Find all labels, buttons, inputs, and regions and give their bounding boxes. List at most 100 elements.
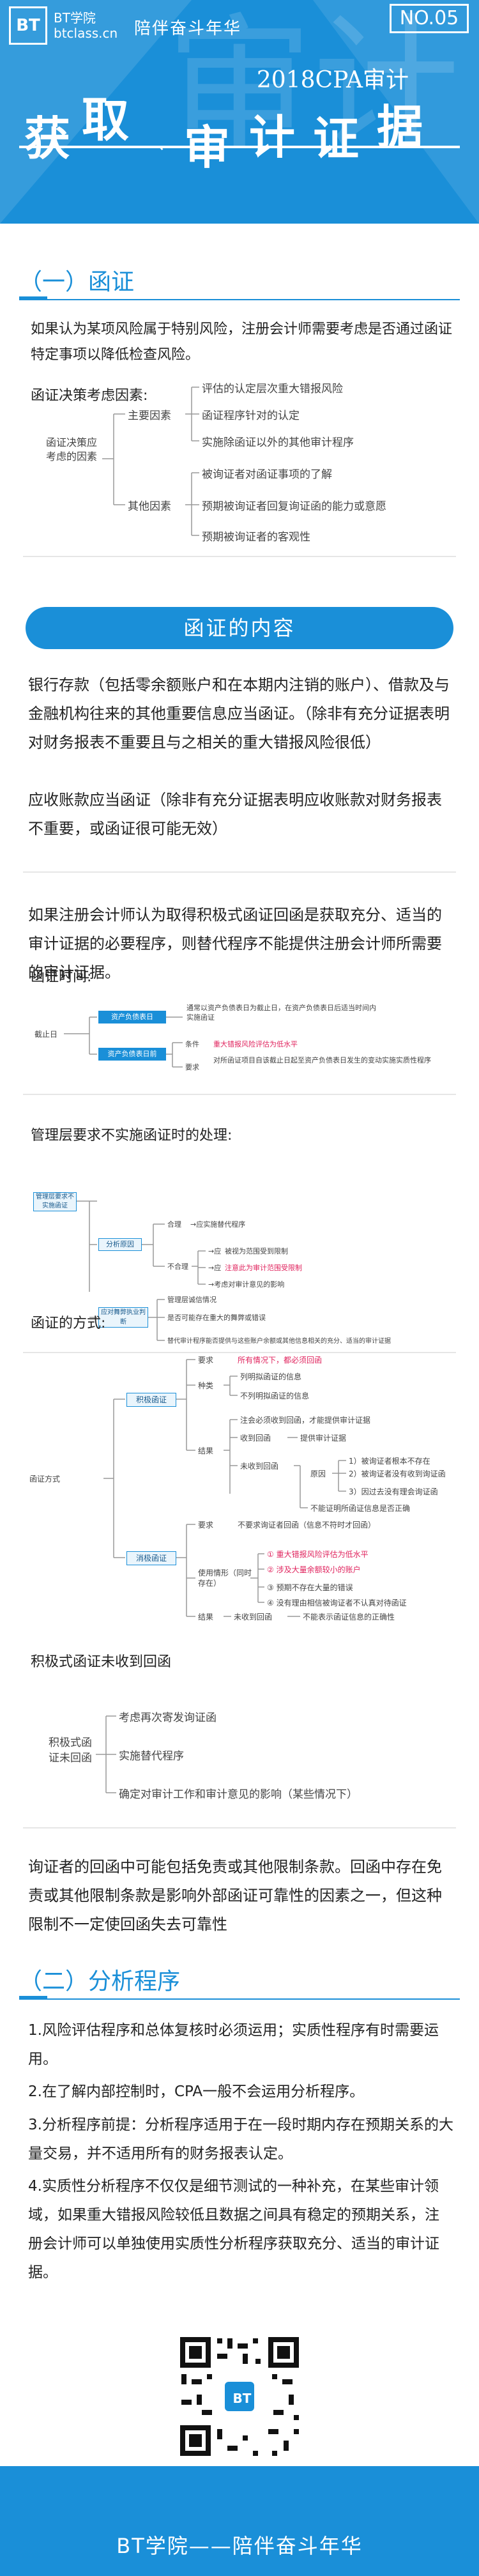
footer-banner <box>0 2466 479 2576</box>
refusal-eval-item: 替代审计程序能否提供与这些账户余额或其他信息相关的充分、适当的审计证据 <box>167 1338 391 1345</box>
method-p-result: 未收到回函 <box>240 1462 279 1471</box>
tree1-other-label: 其他因素 <box>128 500 171 513</box>
timing-req-label: 要求 <box>185 1063 199 1071</box>
title-mark: 、 <box>158 137 171 152</box>
header-decor-right <box>313 0 479 224</box>
method-n-req-label: 要求 <box>198 1521 214 1529</box>
refusal-ur2: 注意此为审计范围受限制 <box>225 1264 302 1272</box>
method-p-reason: 3）因过去没有理会询证函 <box>349 1487 438 1496</box>
header-banner: 审 计 BT BT学院 btclass.cn 陪伴奋斗年华 NO.05 2018… <box>0 0 479 224</box>
header-bg-char: 计 <box>313 1 460 171</box>
timing-box-balance-date: 资产负债表日 <box>98 1011 166 1023</box>
refusal-reasonable: 合理 <box>167 1220 181 1229</box>
title-char: 获 <box>24 111 71 165</box>
refusal-evaluate: 应对舞弊执业判断 <box>98 1307 148 1328</box>
method-positive: 积极函证 <box>126 1393 176 1407</box>
reply-paragraph: 询证者的回函中可能包括免责或其他限制条款。回函中存在免责或其他限制条款是影响外部… <box>28 1858 442 1933</box>
title-char: 证 <box>313 111 360 165</box>
method-label: 函证的方式: <box>31 1315 106 1331</box>
no-reply-root: 积极式函证未回函 <box>49 1736 92 1765</box>
method-p-result: 收到回函 <box>240 1434 271 1443</box>
method-n-cond: ④ 没有理由相信被询证者不认真对待函证 <box>267 1598 407 1607</box>
refusal-ur2-label: →应 <box>208 1264 222 1272</box>
method-negative: 消极函证 <box>126 1551 176 1565</box>
factors-label: 函证决策考虑因素: <box>31 388 148 404</box>
refusal-eval-item: 管理层诚信情况 <box>167 1296 217 1304</box>
refusal-label: 管理层要求不实施函证时的处理: <box>31 1128 232 1144</box>
analytics-item: 4.实质性分析程序不仅仅是细节测试的一种补充，在某些审计领域，如果重大错报风险较… <box>28 2178 439 2281</box>
timing-desc: 通常以资产负债表日为截止日，在资产负债表日后适当时间内实施函证 <box>186 1004 376 1022</box>
tree1-root: 函证决策应考虑的因素 <box>46 436 98 463</box>
header-subtitle: 2018CPA审计 <box>256 67 409 93</box>
timing-label: 函证时间: <box>31 969 92 985</box>
section-accent-bar <box>19 1996 47 2000</box>
no-reply-item: 确定对审计工作和审计意见的影响（某些情况下） <box>119 1788 358 1801</box>
method-p-reason: 1）被询证者根本不存在 <box>349 1457 430 1466</box>
timing-cond-label: 条件 <box>185 1040 199 1048</box>
section-title-analytics: （二）分析程序 <box>19 1968 181 1995</box>
footer-slogan: BT学院——陪伴奋斗年华 <box>116 2534 363 2558</box>
refusal-root: 管理层要求不实施函证 <box>33 1192 77 1211</box>
no-reply-label: 积极式函证未收到回函 <box>31 1654 172 1670</box>
section-accent-bar <box>19 296 47 300</box>
divider <box>23 871 456 873</box>
title-char: 取 <box>82 93 129 148</box>
method-p-reason: 2）被询证者没有收到询证函 <box>349 1469 446 1478</box>
method-n-result: 不能表示函证信息的正确性 <box>303 1613 395 1621</box>
method-p-result: 不能证明所函证信息是否正确 <box>310 1504 411 1513</box>
tree1-other-item: 预期被询证者回复询证函的能力或意愿 <box>202 500 386 513</box>
method-n-req: 不要求询证者回函（信息不符时才回函） <box>238 1521 376 1529</box>
content-paragraph-bank: 银行存款（包括零余额账户和在本期内注销的账户）、借款及与金融机构往来的其他重要信… <box>28 676 450 751</box>
bt-logo-icon: BT <box>9 6 47 45</box>
analytics-item: 2.在了解内部控制时，CPA一般不会运用分析程序。 <box>28 2083 365 2100</box>
method-p-kind: 列明拟函证的信息 <box>240 1372 302 1381</box>
method-p-kind-label: 种类 <box>198 1381 214 1390</box>
tree1-other-item: 预期被询证者的客观性 <box>202 531 310 544</box>
no-reply-item: 实施替代程序 <box>119 1750 184 1763</box>
method-n-cond: ③ 预期不存在大量的错误 <box>267 1583 353 1592</box>
tree1-main-item: 函证程序针对的认定 <box>202 410 300 422</box>
header-bg-char: 审 <box>166 1 314 171</box>
refusal-ur3: →考虑对审计意见的影响 <box>208 1280 285 1289</box>
method-n-result-label: 结果 <box>198 1613 214 1621</box>
refusal-ur1: 被视为范围受到限制 <box>225 1247 288 1255</box>
timing-root: 截止日 <box>34 1030 58 1039</box>
alt-procedure-paragraph: 如果注册会计师认为取得积极式函证回函是获取充分、适当的审计证据的必要程序，则替代… <box>28 906 442 981</box>
method-n-cond-label: 使用情形（同时存在） <box>198 1568 252 1588</box>
content-paragraph-receivables: 应收账款应当函证（除非有充分证据表明应收账款对财务报表不重要，或函证很可能无效） <box>28 791 442 838</box>
method-p-result: 原因 <box>310 1469 326 1478</box>
analytics-item: 1.风险评估程序和总体复核时必须运用；实质性程序有时需要运用。 <box>28 2022 439 2067</box>
section-divider <box>19 1998 460 2000</box>
header-slogan: 陪伴奋斗年华 <box>134 19 242 38</box>
section-divider <box>19 299 460 300</box>
header-decor-left <box>0 0 192 224</box>
method-p-result-label: 结果 <box>198 1446 214 1455</box>
tree1-main-label: 主要因素 <box>128 410 171 422</box>
method-p-req: 所有情况下，都必须回函 <box>238 1356 323 1365</box>
section-title-confirmation: （一）函证 <box>19 269 135 295</box>
tree1-other-item: 被询证者对函证事项的了解 <box>202 468 332 481</box>
tree1-main-item: 评估的认定层次重大错报风险 <box>202 383 343 395</box>
refusal-eval-item: 是否可能存在重大的舞弊或错误 <box>167 1314 266 1322</box>
timing-cond: 重大错报风险评估为低水平 <box>213 1040 298 1048</box>
logo-site: btclass.cn <box>54 26 118 41</box>
analytics-item: 3.分析程序前提：分析程序适用于在一段时期内存在预期关系的大量交易，并不适用所有… <box>28 2117 453 2162</box>
timing-req: 对所函证项目自该截止日起至资产负债表日发生的变动实施实质性程序 <box>213 1056 431 1064</box>
refusal-reasonable-desc: →应实施替代程序 <box>190 1220 246 1229</box>
title-char: 计 <box>249 110 296 164</box>
qr-code-icon: BT <box>174 2331 305 2462</box>
title-underline <box>19 146 460 148</box>
no-reply-item: 考虑再次寄发询证函 <box>119 1712 217 1724</box>
divider <box>23 1094 456 1095</box>
method-n-cond: ① 重大错报风险评估为低水平 <box>267 1550 369 1559</box>
divider <box>23 556 456 557</box>
divider <box>23 1352 456 1353</box>
section1-intro: 如果认为某项风险属于特别风险，注册会计师需要考虑是否通过函证特定事项以降低检查风… <box>31 321 453 363</box>
method-n-result: 未收到回函 <box>234 1613 273 1621</box>
method-p-result: 注会必须收到回函，才能提供审计证据 <box>240 1416 371 1425</box>
method-p-result: 提供审计证据 <box>300 1434 347 1443</box>
logo-name: BT学院 <box>54 10 96 26</box>
divider <box>23 1827 456 1828</box>
refusal-analyze: 分析原因 <box>98 1238 142 1251</box>
